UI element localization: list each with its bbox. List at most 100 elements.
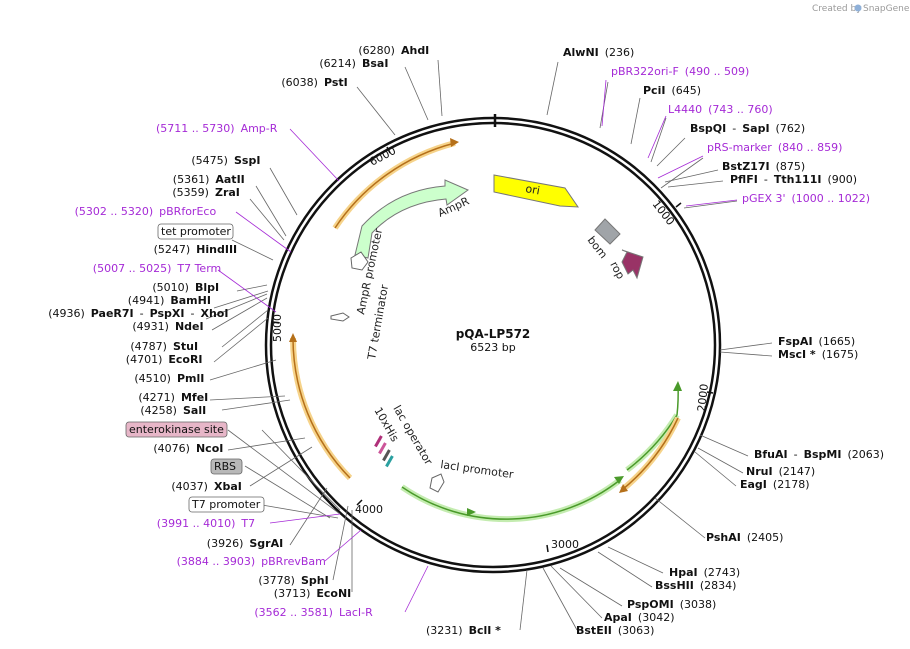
left-label-7-part-1: pBRforEco	[159, 205, 216, 218]
tick-marks	[272, 146, 714, 553]
left-label-15-part-0: (4701)	[126, 353, 163, 366]
t7-promoter-box: T7 promoter	[188, 496, 265, 513]
left-label-18: (4258) SalI	[140, 404, 206, 417]
ampr-feature	[354, 179, 470, 259]
right-label-19-part-0: BstEII	[576, 624, 612, 637]
left-label-0: (6280)AhdI	[358, 44, 429, 57]
right-label-5: pRS-marker(840 .. 859)	[707, 141, 842, 154]
left-label-18-part-0: (4258)	[140, 404, 177, 417]
left-label-16: (4510)PmlI	[134, 372, 204, 385]
right-label-0-part-0: AlwNI	[563, 46, 599, 59]
tick-label-2000: 2000	[695, 383, 711, 412]
left-label-18-part-1: SalI	[183, 404, 206, 417]
left-label-20-part-0: (4037)	[171, 480, 208, 493]
right-label-3-part-1: (743 .. 760)	[708, 103, 773, 116]
ori-feature	[493, 174, 579, 208]
right-label-16-part-0: BssHII	[655, 579, 694, 592]
right-label-4-part-0: BspQI	[690, 122, 726, 135]
right-label-13: EagI(2178)	[740, 478, 809, 491]
tick-label-1000: 1000	[650, 198, 677, 228]
left-label-15: (4701)EcoRI	[126, 353, 203, 366]
mcs-features	[374, 435, 394, 468]
left-label-5: (5361)AatII	[173, 173, 245, 186]
right-label-19: BstEII(3063)	[576, 624, 654, 637]
left-label-1-part-0: (6214)	[319, 57, 356, 70]
left-label-23-part-0: (3884 .. 3903)	[177, 555, 256, 568]
left-label-24: (3778)SphI	[258, 574, 328, 587]
right-label-10-part-1: (1675)	[822, 348, 859, 361]
right-label-13-part-1: (2178)	[773, 478, 810, 491]
right-label-9-part-1: (1665)	[819, 335, 856, 348]
left-label-26-part-0: (3562 .. 3581)	[254, 606, 333, 619]
right-label-11-part-3: (2063)	[847, 448, 884, 461]
plasmid-name: pQA-LP572	[456, 327, 531, 341]
right-label-9-part-0: FspAI	[778, 335, 813, 348]
left-label-14: (4787) StuI	[130, 340, 198, 353]
left-label-8-part-1: HindIII	[196, 243, 237, 256]
left-label-4: (5475)SspI	[191, 154, 260, 167]
left-label-14-part-0: (4787)	[130, 340, 167, 353]
right-label-8: pGEX 3'(1000 .. 1022)	[742, 192, 870, 205]
right-label-6-part-1: (875)	[776, 160, 806, 173]
left-label-3-part-0: (5711 .. 5730)	[156, 122, 235, 135]
right-label-11-part-0: BfuAI	[754, 448, 788, 461]
right-label-12: NruI(2147)	[746, 465, 815, 478]
right-label-17-part-1: (3038)	[680, 598, 717, 611]
left-label-10-part-0: (5010)	[152, 281, 189, 294]
right-label-2-part-0: PciI	[643, 84, 665, 97]
snapgene-brand: SnapGene	[863, 4, 910, 14]
right-leader-lines	[519, 61, 773, 631]
right-site-labels: AlwNI (236) pBR322ori-F(490 .. 509) PciI (64…	[426, 46, 884, 637]
rbs-box: RBS	[210, 458, 243, 475]
left-label-12: (4936)PaeR7I-PspXI-XhoI	[48, 307, 228, 320]
right-label-2: PciI (645)	[643, 84, 701, 97]
left-label-14-part-1: StuI	[173, 340, 198, 353]
left-label-19-part-1: NcoI	[196, 442, 223, 455]
right-label-7-part-0: PflFI	[730, 173, 758, 186]
left-label-22: (3926)SgrAI	[207, 537, 283, 550]
right-label-6-part-0: BstZ17I	[722, 160, 770, 173]
t7-promoter-label: T7 promoter	[191, 498, 261, 511]
left-label-8-part-0: (5247)	[154, 243, 191, 256]
right-label-18: ApaI(3042)	[604, 611, 674, 624]
left-label-20: (4037) XbaI	[171, 480, 241, 493]
right-label-6: BstZ17I (875)	[722, 160, 805, 173]
right-label-20-part-0: (3231)	[426, 624, 463, 637]
left-label-25: (3713)EcoNI	[274, 587, 351, 600]
left-label-9-part-0: (5007 .. 5025)	[93, 262, 172, 275]
left-label-8: (5247) HindIII	[154, 243, 238, 256]
left-label-16-part-0: (4510)	[134, 372, 171, 385]
right-label-10: MscI *(1675)	[778, 348, 858, 361]
right-label-1: pBR322ori-F(490 .. 509)	[611, 65, 749, 78]
right-label-20: (3231)BclI *	[426, 624, 501, 637]
left-label-24-part-0: (3778)	[258, 574, 295, 587]
left-label-0-part-0: (6280)	[358, 44, 395, 57]
right-label-14-part-1: (2405)	[747, 531, 784, 544]
left-leader-lines	[205, 59, 443, 592]
left-label-1: (6214)BsaI	[319, 57, 388, 70]
left-label-13: (4931)NdeI	[132, 320, 203, 333]
left-label-2-part-1: PstI	[324, 76, 348, 89]
right-label-11-part-1: -	[794, 448, 798, 461]
right-primer-lines	[601, 79, 738, 207]
left-label-17-part-0: (4271)	[138, 391, 175, 404]
left-label-10-part-1: BlpI	[195, 281, 219, 294]
right-label-2-part-1: (645)	[671, 84, 701, 97]
left-primer-lines	[217, 128, 429, 613]
backbone-inner-ring	[269, 121, 717, 569]
right-label-11-part-2: BspMI	[804, 448, 842, 461]
left-label-2-part-0: (6038)	[281, 76, 318, 89]
left-label-5-part-1: AatII	[215, 173, 244, 186]
right-label-11: BfuAI-BspMI (2063)	[754, 448, 884, 461]
left-site-labels: (6280)AhdI(6214)BsaI(6038) PstI (5711 .. 5…	[48, 44, 429, 619]
right-label-1-part-0: pBR322ori-F	[611, 65, 679, 78]
right-label-15-part-0: HpaI	[669, 566, 698, 579]
rbs-label: RBS	[214, 460, 236, 473]
left-label-20-part-1: XbaI	[214, 480, 242, 493]
right-label-0-part-1: (236)	[605, 46, 635, 59]
backbone-outer-ring	[264, 116, 722, 574]
right-label-17-part-0: PspOMI	[627, 598, 674, 611]
rop-feature	[621, 249, 644, 280]
tick-label-5000: 5000	[271, 314, 284, 342]
left-label-2: (6038) PstI	[281, 76, 347, 89]
